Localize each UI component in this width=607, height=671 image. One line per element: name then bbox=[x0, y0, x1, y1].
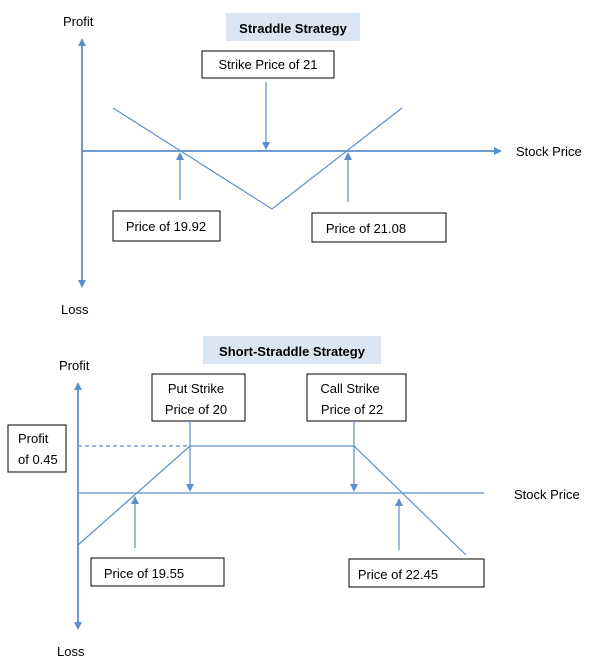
short-straddle-be-low-label: Price of 19.55 bbox=[104, 566, 184, 581]
straddle-diagram: Straddle Strategy Profit Loss Stock Pric… bbox=[61, 13, 582, 317]
profit-box bbox=[7, 424, 67, 473]
profit-box-label-2: of 0.45 bbox=[18, 452, 58, 467]
put-strike-box bbox=[151, 373, 246, 422]
straddle-payoff-line bbox=[112, 107, 403, 210]
short-straddle-profit-label: Profit bbox=[59, 358, 90, 373]
short-straddle-be-high-box bbox=[348, 558, 485, 588]
short-straddle-diagram: Short-Straddle Strategy Profit Loss Stoc… bbox=[7, 336, 580, 659]
profit-box-label-1: Profit bbox=[18, 431, 49, 446]
straddle-strike-label: Strike Price of 21 bbox=[219, 57, 318, 72]
short-straddle-be-low-box bbox=[90, 557, 225, 587]
straddle-stock-price-label: Stock Price bbox=[516, 144, 582, 159]
call-strike-box bbox=[306, 373, 407, 422]
straddle-strike-box bbox=[201, 50, 335, 79]
call-strike-label-1: Call Strike bbox=[320, 381, 379, 396]
short-straddle-stock-price-label: Stock Price bbox=[514, 487, 580, 502]
straddle-profit-label: Profit bbox=[63, 14, 94, 29]
straddle-be-low-label: Price of 19.92 bbox=[126, 219, 206, 234]
straddle-be-low-box bbox=[112, 210, 221, 242]
straddle-title: Straddle Strategy bbox=[239, 21, 347, 36]
short-straddle-payoff-line bbox=[77, 445, 467, 556]
short-straddle-title: Short-Straddle Strategy bbox=[219, 344, 366, 359]
put-strike-label-1: Put Strike bbox=[168, 381, 224, 396]
short-straddle-title-bg bbox=[203, 336, 381, 364]
straddle-be-high-label: Price of 21.08 bbox=[326, 221, 406, 236]
short-straddle-be-high-label: Price of 22.45 bbox=[358, 567, 438, 582]
short-straddle-loss-label: Loss bbox=[57, 644, 85, 659]
put-strike-label-2: Price of 20 bbox=[165, 402, 227, 417]
straddle-loss-label: Loss bbox=[61, 302, 89, 317]
straddle-be-high-box bbox=[311, 212, 447, 243]
straddle-title-bg bbox=[226, 13, 360, 41]
call-strike-label-2: Price of 22 bbox=[321, 402, 383, 417]
